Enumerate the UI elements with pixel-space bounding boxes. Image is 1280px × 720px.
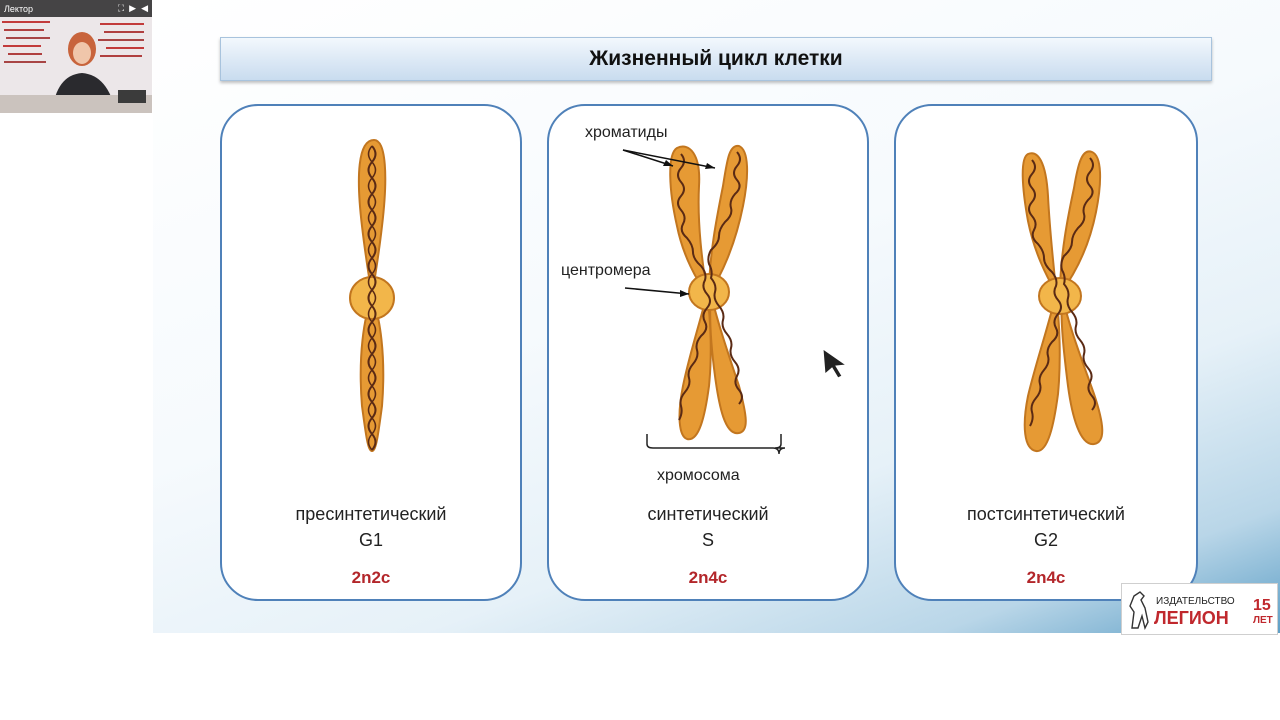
chromosome-s-illustration	[622, 144, 786, 455]
annotation-chromosome: хромосома	[657, 467, 740, 484]
fullscreen-icon[interactable]: ⛶	[117, 3, 125, 13]
volume-icon[interactable]: ◀	[141, 3, 148, 13]
card-formula: 2n4c	[1026, 568, 1066, 587]
logo-name-text: ЛЕГИОН	[1154, 608, 1229, 628]
card-caption: пресинтетический	[295, 504, 447, 524]
card-formula: 2n2c	[351, 568, 391, 587]
logo-years-text: 15	[1253, 597, 1271, 614]
card-presynthetic: пресинтетический G1 2n2c	[220, 104, 522, 601]
card-synthetic: хроматиды центромера хромосома синтетиче…	[547, 104, 869, 601]
presenter-label: Лектор	[4, 3, 33, 14]
publisher-logo: ИЗДАТЕЛЬСТВО ЛЕГИОН 15 ЛЕТ	[1121, 583, 1278, 635]
slide-title: Жизненный цикл клетки	[220, 37, 1212, 81]
presenter-video-bar: Лектор ⛶ ▶ ◀	[0, 0, 152, 17]
presentation-slide: Жизненный цикл клетки пресинтетический G…	[153, 0, 1280, 633]
card-phase: G2	[1033, 530, 1058, 550]
presenter-video-frame	[0, 17, 152, 113]
logo-publisher-text: ИЗДАТЕЛЬСТВО	[1156, 596, 1235, 607]
chromosome-g2-illustration	[1021, 150, 1104, 452]
card-caption: постсинтетический	[967, 504, 1125, 524]
card-phase: G1	[358, 530, 383, 550]
card-postsynthetic: постсинтетический G2 2n4c	[894, 104, 1198, 601]
card-caption: синтетический	[647, 504, 769, 524]
card-formula: 2n4c	[688, 568, 728, 587]
presenter-video[interactable]: Лектор ⛶ ▶ ◀	[0, 0, 152, 113]
logo-years-unit: ЛЕТ	[1253, 615, 1273, 626]
video-icon[interactable]: ▶	[129, 3, 137, 13]
annotation-centromere: центромера	[561, 262, 651, 279]
horse-logo-icon	[1129, 591, 1149, 630]
annotation-chromatids: хроматиды	[585, 124, 668, 141]
chromosome-g1-illustration	[349, 138, 395, 453]
pointer-cursor-icon	[822, 347, 848, 379]
card-phase: S	[701, 530, 714, 550]
